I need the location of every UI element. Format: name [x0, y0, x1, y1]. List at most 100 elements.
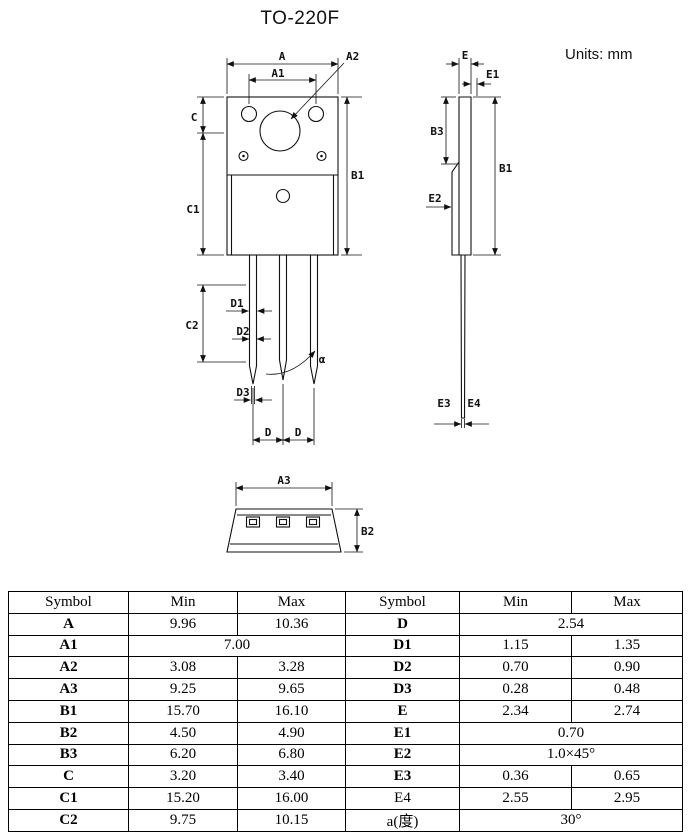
- value-cell-min: 0.36: [459, 765, 572, 789]
- dim-label-e3: E3: [437, 397, 450, 410]
- value-cell-min: 9.75: [128, 808, 238, 832]
- value-cell-max: 0.90: [571, 656, 683, 680]
- symbol-cell: A3: [8, 678, 129, 701]
- value-cell-max: 10.36: [237, 612, 346, 636]
- symbol-cell: D2: [345, 656, 460, 680]
- dim-label-a3: A3: [277, 474, 290, 487]
- value-cell-max: 0.48: [571, 678, 683, 701]
- bottom-body-outline: [226, 508, 342, 553]
- header-symbol-left: Symbol: [8, 591, 129, 614]
- symbol-cell: C1: [8, 787, 129, 810]
- mounting-hole-left: [240, 105, 258, 123]
- dim-label-d2: D2: [236, 325, 249, 338]
- value-cell-max: 1.35: [571, 634, 683, 658]
- value-cell-min: 9.96: [128, 612, 238, 636]
- lead-middle: [278, 254, 288, 381]
- dim-label-b1-side: B1: [499, 162, 513, 175]
- symbol-cell: B2: [8, 721, 129, 745]
- dim-label-d1: D1: [230, 297, 244, 310]
- symbol-cell: D: [345, 612, 460, 636]
- bottom-dimension-labels: A3 B2: [277, 474, 374, 538]
- dim-label-d-right: D: [295, 426, 302, 439]
- header-max-left: Max: [237, 591, 346, 614]
- dim-label-a: A: [279, 50, 286, 63]
- side-lead: [460, 254, 466, 419]
- dim-label-b3: B3: [430, 125, 443, 138]
- value-cell-min: 1.15: [459, 634, 572, 658]
- front-dimension-labels: A A1 A2 C C1 B1 C2 D1 D2 D3 D D α: [185, 50, 364, 439]
- value-cell-span: 0.70: [459, 721, 683, 745]
- value-cell-span: 30°: [459, 808, 683, 832]
- value-cell-min: 4.50: [128, 721, 238, 745]
- rivet-left: [238, 150, 249, 162]
- value-cell-min: 2.34: [459, 699, 572, 723]
- lead-left: [248, 254, 258, 385]
- value-cell-min: 3.08: [128, 656, 238, 680]
- symbol-cell: a(度): [345, 808, 460, 832]
- symbol-cell: B1: [8, 699, 129, 723]
- body-dimple: [275, 188, 291, 204]
- value-cell-max: 9.65: [237, 678, 346, 701]
- value-cell-min: 6.20: [128, 743, 238, 767]
- value-cell-max: 10.15: [237, 808, 346, 832]
- value-cell-min: 0.28: [459, 678, 572, 701]
- symbol-cell: A2: [8, 656, 129, 680]
- header-max-right: Max: [571, 591, 683, 614]
- dim-label-c: C: [191, 111, 198, 124]
- value-cell-max: 2.95: [571, 787, 683, 810]
- symbol-cell: E: [345, 699, 460, 723]
- value-cell-span: 7.00: [128, 634, 346, 658]
- bottom-pin-right: [305, 516, 321, 528]
- value-cell-max: 3.28: [237, 656, 346, 680]
- value-cell-max: 16.10: [237, 699, 346, 723]
- value-cell-min: 0.70: [459, 656, 572, 680]
- value-cell-max: 4.90: [237, 721, 346, 745]
- dim-label-e1: E1: [486, 68, 500, 81]
- value-cell-max: 16.00: [237, 787, 346, 810]
- front-view: [226, 96, 339, 385]
- symbol-cell: E4: [345, 787, 460, 810]
- bottom-pin-middle: [275, 516, 291, 528]
- table-header-row: Symbol Min Max Symbol Min Max: [8, 591, 683, 614]
- front-dimension-lines: [197, 58, 362, 445]
- symbol-cell: D3: [345, 678, 460, 701]
- value-cell-max: 6.80: [237, 743, 346, 767]
- symbol-cell: C: [8, 765, 129, 789]
- side-dimension-labels: E E1 B3 B1 E2 E3 E4: [428, 49, 512, 410]
- side-view: [451, 96, 472, 419]
- value-cell-min: 2.55: [459, 787, 572, 810]
- dim-label-alpha: α: [319, 353, 326, 366]
- symbol-cell: B3: [8, 743, 129, 767]
- symbol-cell: E1: [345, 721, 460, 745]
- units-label: Units: mm: [565, 46, 633, 63]
- dim-label-d-left: D: [265, 426, 272, 439]
- symbol-cell: A: [8, 612, 129, 636]
- value-cell-min: 15.20: [128, 787, 238, 810]
- symbol-cell: E2: [345, 743, 460, 767]
- value-cell-min: 9.25: [128, 678, 238, 701]
- mounting-hole-right: [307, 105, 325, 123]
- header-min-left: Min: [128, 591, 238, 614]
- bottom-view: [226, 508, 342, 553]
- dim-label-d3: D3: [236, 386, 249, 399]
- value-cell-span: 1.0×45°: [459, 743, 683, 767]
- lead-right: [309, 254, 319, 385]
- dim-label-a2: A2: [346, 50, 359, 63]
- page-title: TO-220F: [260, 8, 340, 29]
- dim-label-c2: C2: [185, 319, 198, 332]
- value-cell-max: 2.74: [571, 699, 683, 723]
- bottom-dimension-lines: [235, 482, 363, 553]
- side-dimension-lines: [426, 58, 501, 428]
- value-cell-min: 15.70: [128, 699, 238, 723]
- rivet-right: [316, 150, 327, 162]
- dim-label-e4: E4: [467, 397, 481, 410]
